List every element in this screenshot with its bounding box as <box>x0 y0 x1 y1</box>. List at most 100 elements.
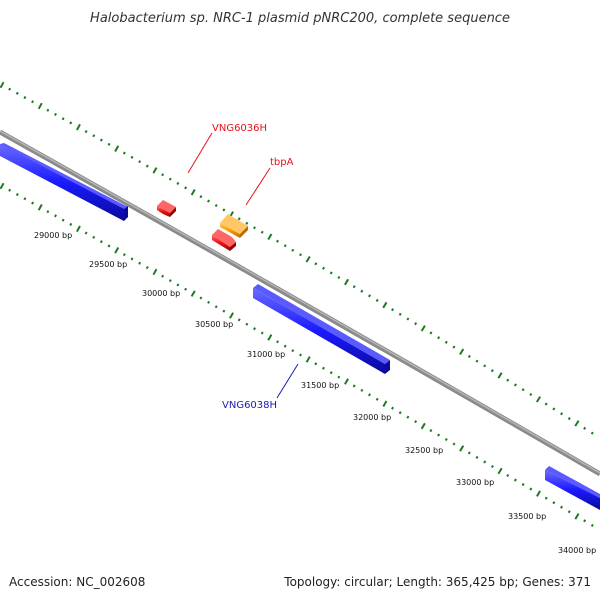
minor-tick <box>130 257 134 261</box>
minor-tick <box>368 294 371 298</box>
backbone-line <box>0 129 600 477</box>
minor-tick <box>352 384 356 388</box>
inner-tick-ring <box>0 182 594 527</box>
minor-tick <box>138 160 142 164</box>
minor-tick <box>214 305 218 309</box>
major-tick <box>344 278 350 286</box>
major-tick <box>305 255 311 263</box>
minor-tick <box>92 235 96 239</box>
outer-tick-ring <box>0 81 594 435</box>
minor-tick <box>276 239 279 243</box>
minor-tick <box>314 362 318 366</box>
minor-tick <box>54 112 57 116</box>
gene-vng6038h[interactable] <box>253 284 390 374</box>
major-tick <box>37 204 43 211</box>
minor-tick <box>61 218 65 222</box>
minor-tick <box>8 87 12 91</box>
minor-tick <box>145 164 149 168</box>
major-tick <box>459 348 465 356</box>
minor-tick <box>506 378 510 382</box>
label-vng6036h: VNG6036H <box>212 123 267 134</box>
bp-labels: 29000 bp 29500 bp 30000 bp 30500 bp 3100… <box>34 231 596 555</box>
label-tbpa: tbpA <box>270 157 294 168</box>
major-tick <box>497 467 503 475</box>
major-tick <box>0 182 5 190</box>
minor-tick <box>322 366 325 370</box>
minor-tick <box>184 186 188 190</box>
gene-red-second[interactable] <box>212 229 236 251</box>
minor-tick <box>414 322 418 326</box>
minor-tick <box>406 415 410 419</box>
minor-tick <box>583 426 587 430</box>
topology-text: Topology: circular; Length: 365,425 bp; … <box>283 575 591 589</box>
minor-tick <box>130 155 134 159</box>
minor-tick <box>560 505 564 509</box>
minor-tick <box>276 340 279 344</box>
minor-tick <box>322 266 325 270</box>
minor-tick <box>560 412 564 416</box>
tick-label: 32000 bp <box>353 413 391 422</box>
gene-vng6036h[interactable] <box>157 200 176 217</box>
minor-tick <box>176 181 180 185</box>
major-tick <box>344 378 349 385</box>
tick-label: 29000 bp <box>34 231 72 240</box>
minor-tick <box>360 388 364 392</box>
minor-tick <box>199 296 203 300</box>
minor-tick <box>467 451 471 455</box>
minor-tick <box>15 91 19 95</box>
minor-tick <box>245 322 249 326</box>
minor-tick <box>222 208 226 212</box>
minor-tick <box>429 429 433 433</box>
minor-tick <box>214 203 218 208</box>
minor-tick <box>69 121 73 125</box>
minor-tick <box>314 262 318 266</box>
gene-blue-left[interactable] <box>0 143 128 221</box>
minor-tick <box>467 354 471 359</box>
minor-tick <box>168 279 172 283</box>
major-tick <box>152 167 158 174</box>
callout-vng6036h <box>187 132 213 174</box>
minor-tick <box>406 317 410 321</box>
gene-tbpa[interactable] <box>220 214 248 238</box>
minor-tick <box>23 96 27 100</box>
minor-tick <box>299 353 302 357</box>
minor-tick <box>337 375 341 379</box>
major-tick <box>497 372 503 379</box>
minor-tick <box>368 393 371 397</box>
major-tick <box>76 123 81 131</box>
minor-tick <box>490 464 494 469</box>
minor-tick <box>253 327 256 331</box>
major-tick <box>114 247 120 254</box>
minor-tick <box>92 134 96 138</box>
minor-tick <box>237 318 241 322</box>
major-tick <box>267 334 273 341</box>
major-tick <box>76 225 81 233</box>
tick-label: 33500 bp <box>508 512 546 521</box>
minor-tick <box>529 392 533 397</box>
minor-tick <box>291 248 295 252</box>
tick-label: 34000 bp <box>558 546 596 555</box>
callout-vng6038h <box>276 363 299 399</box>
minor-tick <box>31 100 34 104</box>
label-vng6038h: VNG6038H <box>222 400 277 411</box>
minor-tick <box>475 455 479 459</box>
minor-tick <box>122 151 126 155</box>
major-tick <box>37 102 43 110</box>
major-tick <box>305 356 311 363</box>
minor-tick <box>99 240 103 244</box>
minor-tick <box>414 420 418 424</box>
minor-tick <box>69 222 73 226</box>
minor-tick <box>207 300 210 304</box>
minor-tick <box>398 411 402 415</box>
minor-tick <box>444 437 448 442</box>
minor-tick <box>176 283 180 287</box>
minor-tick <box>544 402 548 406</box>
major-tick <box>229 312 234 319</box>
gene-blue-right[interactable] <box>545 466 600 510</box>
tick-label: 30500 bp <box>195 320 233 329</box>
minor-tick <box>437 433 441 437</box>
minor-tick <box>107 244 111 248</box>
minor-tick <box>199 195 203 199</box>
minor-tick <box>84 130 88 134</box>
minor-tick <box>398 312 402 316</box>
